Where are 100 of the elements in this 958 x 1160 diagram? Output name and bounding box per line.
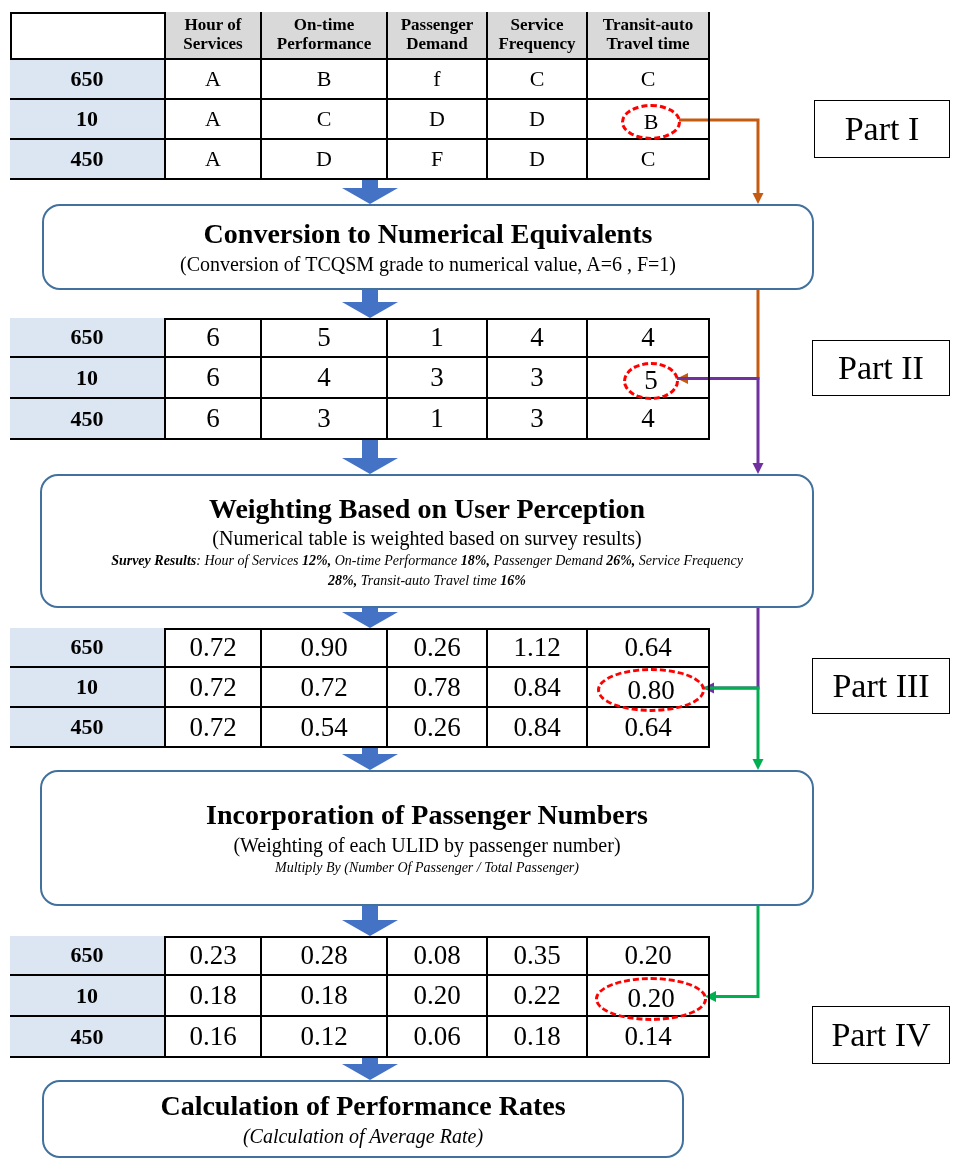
table-cell: 0.06 (388, 1017, 488, 1058)
table-cell: D (488, 100, 588, 140)
table-cell: 0.26 (388, 628, 488, 668)
row-header: 450 (10, 399, 166, 440)
table-cell: 5 (262, 318, 388, 358)
box-title: Weighting Based on User Perception (208, 491, 646, 526)
box-subtitle: (Weighting of each ULID by passenger number) (233, 833, 621, 858)
data-table (10, 628, 710, 748)
table-cell: 0.18 (166, 976, 262, 1017)
arrow (705, 906, 760, 1002)
box-note: Multiply By (Number Of Passenger / Total Passenger) (275, 859, 579, 877)
row-header: 450 (10, 140, 166, 180)
table-cell: 0.54 (262, 708, 388, 748)
arrow (679, 118, 764, 204)
table-cell: 4 (488, 318, 588, 358)
process-box (40, 474, 814, 608)
box-subtitle: (Numerical table is weighted based on survey results) (212, 526, 642, 552)
block-arrow (342, 440, 398, 474)
column-header: Hour of Services (166, 12, 262, 60)
table-cell: 0.14 (588, 1017, 710, 1058)
column-header: Passenger Demand (388, 12, 488, 60)
table-cell: 3 (388, 358, 488, 399)
table-cell: C (588, 140, 710, 180)
table-cell: 0.78 (388, 668, 488, 708)
column-header: Transit-auto Travel time (588, 12, 710, 60)
table-cell: 4 (262, 358, 388, 399)
table-cell: 0.64 (588, 628, 710, 668)
highlighted-value: 0.80 (597, 668, 705, 712)
row-header: 450 (10, 708, 166, 748)
box-subtitle: (Conversion of TCQSM grade to numerical value, A=6 , F=1) (180, 251, 676, 277)
table-cell: 6 (166, 399, 262, 440)
data-table (10, 12, 710, 180)
table-cell: 0.64 (588, 708, 710, 748)
column-header: Service Frequency (488, 12, 588, 60)
table-cell: 0.72 (166, 668, 262, 708)
row-header: 10 (10, 668, 166, 708)
table-cell: 3 (262, 399, 388, 440)
table-cell: 0.90 (262, 628, 388, 668)
table-cell: 0.26 (388, 708, 488, 748)
table-cell: A (166, 140, 262, 180)
row-header: 10 (10, 358, 166, 399)
table-cell: D (262, 140, 388, 180)
row-header: 10 (10, 976, 166, 1017)
block-arrow (342, 748, 398, 770)
table-cell: 4 (588, 399, 710, 440)
highlighted-value: 5 (623, 361, 679, 400)
table-cell: F (388, 140, 488, 180)
table-cell: 0.18 (488, 1017, 588, 1058)
block-arrow (342, 1058, 398, 1080)
table-cell: 0.20 (388, 976, 488, 1017)
table-cell: 0.22 (488, 976, 588, 1017)
box-title: Incorporation of Passenger Numbers (206, 798, 648, 832)
part-label: Part III (812, 658, 950, 714)
process-box (40, 770, 814, 906)
row-header: 650 (10, 318, 166, 358)
row-header: 10 (10, 100, 166, 140)
box-title: Conversion to Numerical Equivalents (203, 217, 653, 251)
box-title: Calculation of Performance Rates (160, 1089, 566, 1123)
box-note: Survey Results: Hour of Services 12%, On-time Performance 18%, Passenger Demand 26%, Service Frequency 28%, Transit-auto Travel time 16% (110, 552, 744, 590)
table-cell: 6 (166, 318, 262, 358)
box-subtitle: (Calculation of Average Rate) (242, 1123, 484, 1149)
block-arrow (342, 608, 398, 628)
table-cell: 3 (488, 399, 588, 440)
arrow (703, 686, 764, 770)
highlighted-value: 0.20 (595, 976, 707, 1021)
table-cell: 6 (166, 358, 262, 399)
row-header: 650 (10, 60, 166, 100)
row-header: 650 (10, 628, 166, 668)
row-header: 450 (10, 1017, 166, 1058)
table-cell: 4 (588, 318, 710, 358)
highlighted-value: B (621, 104, 681, 140)
table-cell: C (488, 60, 588, 100)
row-header: 650 (10, 936, 166, 976)
table-cell: 0.20 (588, 936, 710, 976)
table-cell: D (388, 100, 488, 140)
table-cell: 0.72 (166, 628, 262, 668)
table-cell: A (166, 60, 262, 100)
table-cell: 0.72 (166, 708, 262, 748)
table-cell: C (588, 60, 710, 100)
block-arrow (342, 290, 398, 318)
data-table (10, 936, 710, 1058)
table-cell: 1 (388, 399, 488, 440)
column-header: On-time Performance (262, 12, 388, 60)
table-cell: D (488, 140, 588, 180)
table-cell: A (166, 100, 262, 140)
table-cell: C (262, 100, 388, 140)
table-cell: 0.23 (166, 936, 262, 976)
table-cell: 3 (488, 358, 588, 399)
table-cell: 0.12 (262, 1017, 388, 1058)
arrow (677, 377, 764, 474)
part-label: Part I (814, 100, 950, 158)
table-cell: 0.84 (488, 708, 588, 748)
part-label: Part IV (812, 1006, 950, 1064)
table-cell: 0.35 (488, 936, 588, 976)
data-table (10, 318, 710, 440)
block-arrow (342, 906, 398, 936)
process-box (42, 204, 814, 290)
table-cell: 0.16 (166, 1017, 262, 1058)
process-box (42, 1080, 684, 1158)
table-cell: 1 (388, 318, 488, 358)
